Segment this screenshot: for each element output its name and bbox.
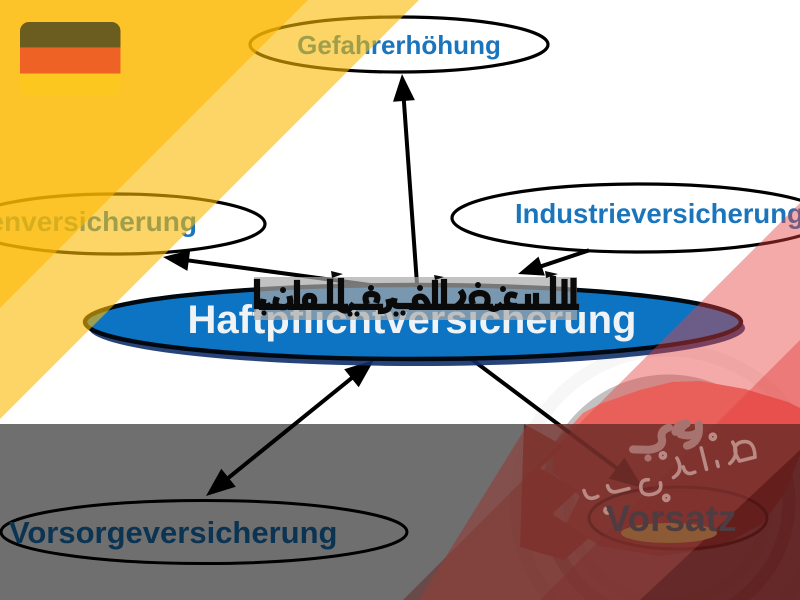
svg-text:Industrieversicherung: Industrieversicherung <box>515 198 800 229</box>
svg-text:Vorsatz: Vorsatz <box>606 498 737 539</box>
